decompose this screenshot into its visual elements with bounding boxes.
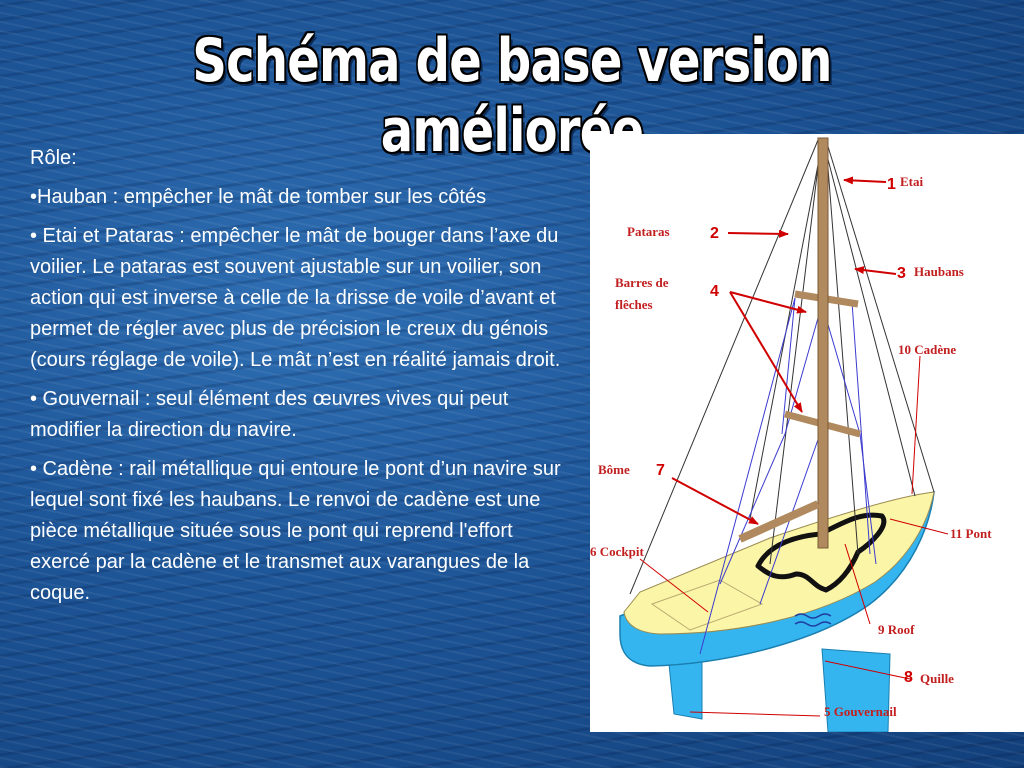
label-quille-num: 8 xyxy=(904,669,913,686)
hauban-paragraph: •Hauban : empêcher le mât de tomber sur … xyxy=(30,186,487,208)
label-cadene: 10 Cadène xyxy=(898,342,956,357)
sailboat-svg: 1 Etai Pataras 2 3 Haubans Barres de flê… xyxy=(590,137,992,732)
label-pataras-num: 2 xyxy=(710,225,719,242)
label-barres-line1: Barres de xyxy=(615,275,669,290)
label-pataras: Pataras xyxy=(627,224,670,239)
gouvernail-paragraph: • Gouvernail : seul élément des œuvres v… xyxy=(30,388,509,441)
label-etai: Etai xyxy=(900,174,924,189)
label-cockpit: 6 Cockpit xyxy=(590,544,644,559)
mast xyxy=(817,137,829,549)
cadene-paragraph: • Cadène : rail métallique qui entoure l… xyxy=(30,458,561,604)
keel xyxy=(821,648,891,732)
label-gouvernail: 5 Gouvernail xyxy=(824,704,897,719)
label-haubans: Haubans xyxy=(914,264,964,279)
role-description: Rôle: •Hauban : empêcher le mât de tombe… xyxy=(30,143,565,617)
label-haubans-num: 3 xyxy=(897,265,906,282)
hull-waves xyxy=(794,613,832,627)
label-barres-line2: flêches xyxy=(615,297,653,312)
label-bome-num: 7 xyxy=(656,462,665,479)
boom xyxy=(738,500,820,543)
annotation-arrows xyxy=(671,176,897,525)
page-title: Schéma de base version améliorée xyxy=(192,26,832,166)
sailboat-diagram: 1 Etai Pataras 2 3 Haubans Barres de flê… xyxy=(590,134,1024,732)
label-quille: Quille xyxy=(920,671,954,686)
label-roof: 9 Roof xyxy=(878,622,915,637)
label-pont: 11 Pont xyxy=(950,526,992,541)
role-heading: Rôle: xyxy=(30,147,77,169)
label-etai-num: 1 xyxy=(887,176,896,193)
leader-lines xyxy=(639,355,949,717)
etai-pataras-paragraph: • Etai et Pataras : empêcher le mât de b… xyxy=(30,225,561,371)
deck xyxy=(623,491,935,635)
label-barres-num: 4 xyxy=(710,283,719,300)
shrouds xyxy=(699,297,877,655)
label-bome: Bôme xyxy=(598,462,630,477)
cockpit-outline xyxy=(650,579,764,631)
